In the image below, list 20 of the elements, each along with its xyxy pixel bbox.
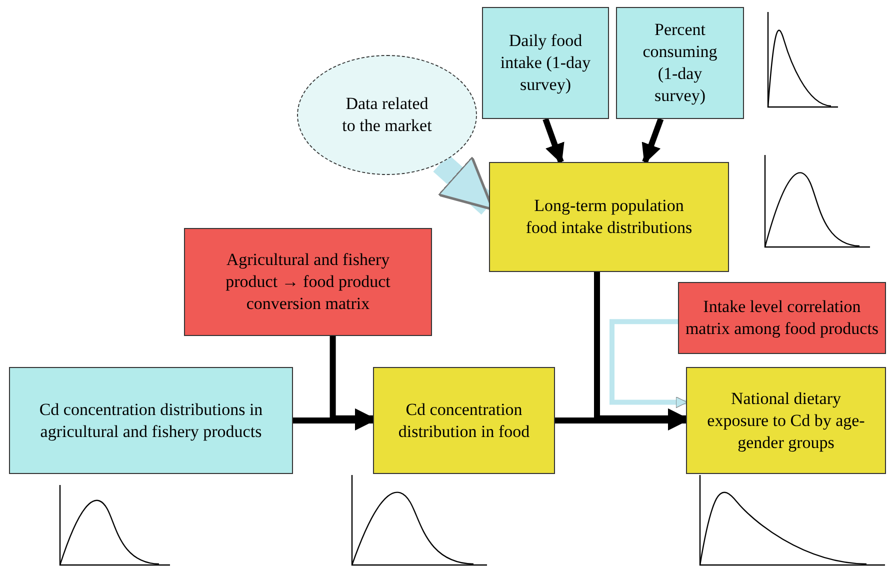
node-text: Agricultural and fishery product → food product conversion matrix (224, 249, 392, 315)
node-text: Intake level correlation matrix among food products (685, 296, 879, 340)
process-box (482, 7, 609, 119)
node-text: Percent consuming (1-day survey) (642, 19, 718, 107)
node-text: Data related to the market (342, 93, 432, 137)
arrow (610, 319, 688, 408)
process-box (678, 282, 886, 354)
process-box (9, 367, 293, 474)
node-text: Cd concentration distribution in food (397, 398, 531, 442)
node-text: Long-term population food intake distributions (524, 195, 694, 239)
arrow (642, 118, 664, 164)
arrow (542, 118, 564, 164)
process-box (489, 162, 729, 272)
process-box (184, 228, 432, 336)
node-text: Cd concentration distributions in agricultural and fishery products (38, 398, 264, 442)
process-box (686, 367, 886, 474)
process-box (616, 7, 744, 119)
process-box (373, 367, 555, 474)
node-text: National dietary exposure to Cd by age-gender groups (706, 388, 866, 454)
node-text: Daily food intake (1-day survey) (499, 30, 592, 96)
